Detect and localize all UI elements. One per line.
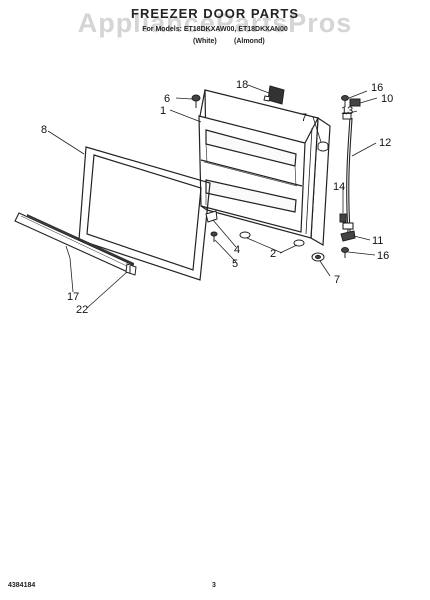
washer-2-right bbox=[293, 239, 305, 247]
callout-22: 22 bbox=[76, 304, 88, 316]
trim-strip bbox=[14, 212, 134, 274]
callout-7-bottom: 7 bbox=[334, 274, 340, 286]
end-cap bbox=[125, 263, 137, 276]
color-almond: (Almond) bbox=[234, 38, 265, 45]
door-panel bbox=[198, 89, 331, 247]
plug-7-bottom bbox=[311, 252, 325, 262]
callout-8: 8 bbox=[41, 124, 47, 136]
screw-5 bbox=[210, 231, 218, 242]
bracket-14 bbox=[339, 213, 347, 223]
hinge-11 bbox=[340, 230, 356, 242]
leader-lines bbox=[47, 84, 378, 309]
door-gasket bbox=[78, 146, 211, 281]
callout-11: 11 bbox=[372, 235, 383, 247]
callout-6: 6 bbox=[164, 93, 170, 105]
callout-5: 5 bbox=[232, 258, 238, 270]
callout-1: 1 bbox=[160, 105, 166, 117]
door-handle bbox=[342, 117, 354, 233]
callout-16-bottom: 16 bbox=[377, 250, 389, 262]
page-number: 3 bbox=[212, 582, 216, 589]
document-number: 4384184 bbox=[8, 582, 36, 589]
screw-6 bbox=[191, 94, 201, 108]
callout-18: 18 bbox=[236, 79, 248, 91]
page-title: FREEZER DOOR PARTS bbox=[131, 6, 299, 21]
callout-7-top: 7 bbox=[301, 112, 307, 124]
models-line: For Models: ET18DKXAW00, ET18DKXAN00 bbox=[142, 26, 288, 33]
callout-2: 2 bbox=[270, 248, 276, 260]
screw-16-top bbox=[341, 95, 349, 107]
shelf-bracket-4 bbox=[205, 210, 218, 223]
color-white: (White) bbox=[193, 38, 217, 45]
callout-10: 10 bbox=[381, 93, 393, 105]
callout-14: 14 bbox=[333, 181, 345, 193]
washer-2-left bbox=[239, 231, 251, 239]
callout-13: 13 bbox=[341, 105, 353, 117]
bracket-13 bbox=[342, 112, 352, 120]
callout-12: 12 bbox=[379, 137, 391, 149]
callout-4: 4 bbox=[234, 244, 240, 256]
callout-17: 17 bbox=[67, 291, 79, 303]
callout-16-top: 16 bbox=[371, 82, 383, 94]
screw-16-bottom bbox=[341, 247, 349, 258]
part-18-panel bbox=[263, 85, 285, 105]
plug-7-top bbox=[317, 141, 329, 152]
hinge-cap-10 bbox=[349, 98, 361, 107]
watermark: AppliancePartsPros bbox=[77, 8, 353, 38]
